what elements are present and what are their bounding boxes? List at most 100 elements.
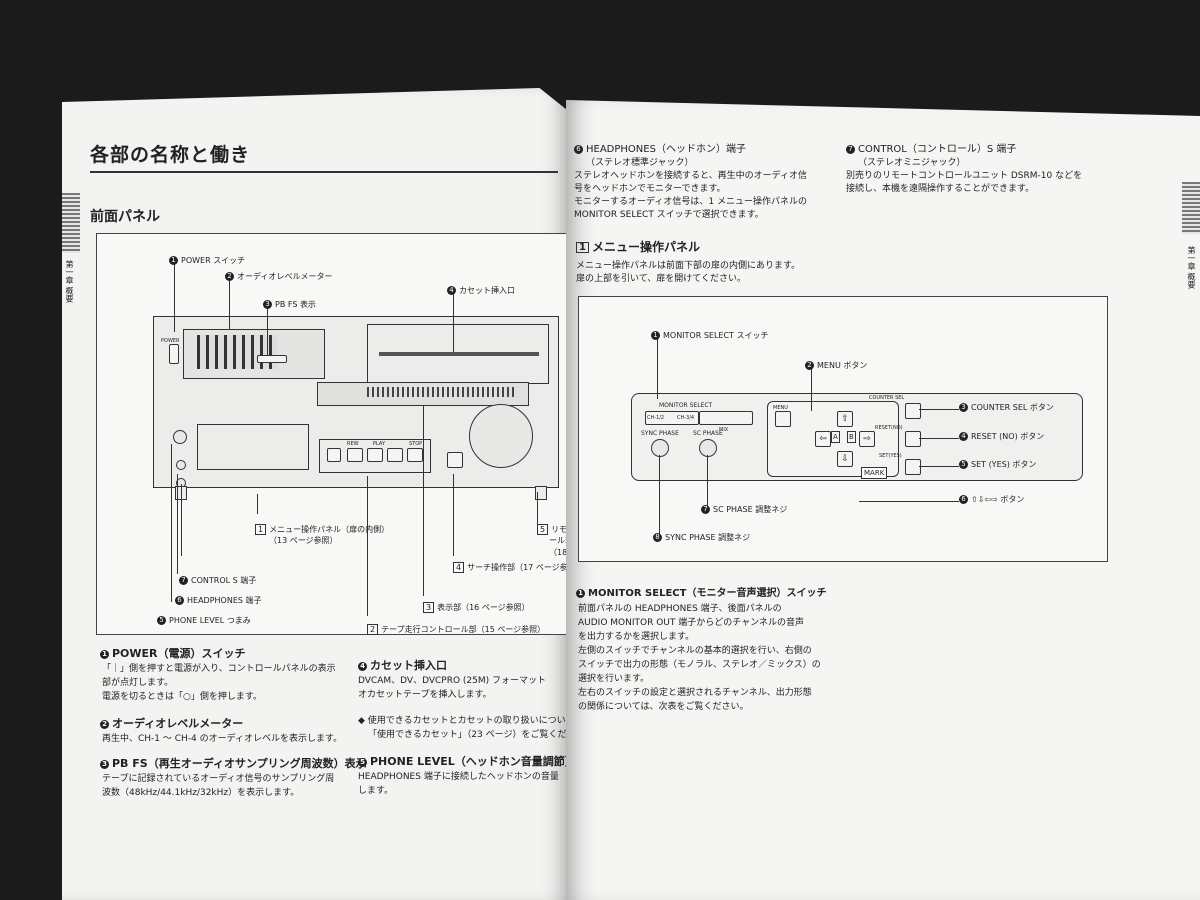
chapter-tab-mark-right: [1182, 182, 1200, 234]
panel-monitor-select-label: MONITOR SELECT: [659, 402, 713, 409]
callout-remote-3: （18 ペー: [549, 548, 570, 557]
cassette-note: ◆ 使用できるカセットとカセットの取り扱いについて 「使用できるカセット」（23…: [358, 714, 570, 742]
monitor-select-left-switch: [645, 411, 699, 425]
item-power-body: 「｜」側を押すと電源が入り、コントロールパネルの表示 部が点灯します。 電源を切…: [102, 662, 336, 704]
left-page: 各部の名称と働き 第一章 概要 前面パネル POWER REW PLAY STO…: [62, 88, 570, 900]
chapter-tab-mark: [62, 193, 80, 253]
callout-remote-2: ール部: [549, 536, 570, 545]
monitor-select-line: の関係については、次表をご覧ください。: [578, 702, 749, 712]
mark-label: MARK: [861, 467, 888, 479]
play-button-illustration: [367, 448, 383, 462]
counter-sel-button-illustration: [905, 403, 921, 419]
monitor-select-line: スイッチで出力の形態（モノラル、ステレオ／ミックス）の: [578, 660, 821, 670]
left-arrow-icon: ⇦: [815, 431, 831, 447]
callout-search: サーチ操作部（17 ページ参照）: [467, 563, 570, 572]
monitor-select-line: AUDIO MONITOR OUT 端子からどのチャンネルの音声: [578, 618, 804, 628]
rew-button-illustration: [347, 448, 363, 462]
eject-button-illustration: [327, 448, 341, 462]
set-yes-label: SET(YES): [879, 453, 902, 459]
headphones-body: ステレオヘッドホンを接続すると、再生中のオーディオ信 号をヘッドホンでモニターで…: [574, 170, 807, 222]
note-line: ◆ 使用できるカセットとカセットの取り扱いについて: [358, 716, 570, 726]
sc-phase-screw: [699, 439, 717, 457]
sc-phase-label: SC PHASE: [693, 430, 723, 437]
monitor-select-line: 左側のスイッチでチャンネルの基本的選択を行い、右側の: [578, 646, 812, 656]
control-s-line: 別売りのリモートコントロールユニット DSRM-10 などを: [846, 171, 1083, 181]
chapter-tab-label-right: 第一章 概要: [1187, 246, 1196, 289]
headphones-line: MONITOR SELECT スイッチで選択できます。: [574, 210, 764, 220]
foot-right: [535, 486, 547, 500]
set-button-illustration: [905, 459, 921, 475]
phone-level-knob: [173, 430, 187, 444]
down-arrow-icon: ⇩: [837, 451, 853, 467]
item-phone-level-title: PHONE LEVEL（ヘッドホン音量調節）つまみ: [370, 755, 570, 768]
monitor-select-line: を出力するかを選択します。: [578, 632, 695, 642]
monitor-select-body: 前面パネルの HEADPHONES 端子、後面パネルの AUDIO MONITO…: [578, 602, 821, 714]
control-s-subtitle: （ステレオミニジャック）: [858, 158, 966, 168]
item-cassette-title: カセット挿入口: [370, 659, 447, 672]
menu-panel-intro: メニュー操作パネルは前面下部の扉の内側にあります。 扉の上部を引いて、扉を開けて…: [576, 260, 800, 286]
control-s-line: 接続し、本機を遠隔操作することができます。: [846, 184, 1035, 194]
rew-label: REW: [347, 441, 359, 447]
callout-sc-phase: SC PHASE 調整ネジ: [713, 505, 788, 514]
power-label: POWER: [161, 338, 180, 344]
item-cassette-line: オカセットテープを挿入します。: [358, 690, 492, 700]
headphones-line: ステレオヘッドホンを接続すると、再生中のオーディオ信: [574, 171, 808, 181]
headphones-line: 号をヘッドホンでモニターできます。: [574, 184, 726, 194]
right-arrow-icon: ⇨: [859, 431, 875, 447]
menu-panel-intro-line: 扉の上部を引いて、扉を開けてください。: [576, 274, 747, 284]
play-label: PLAY: [373, 441, 386, 447]
monitor-select-line: 前面パネルの HEADPHONES 端子、後面パネルの: [578, 604, 782, 614]
menu-panel-heading: メニュー操作パネル: [591, 240, 700, 254]
callout-set: SET (YES) ボタン: [971, 460, 1037, 469]
item-pbfs-title: PB FS（再生オーディオサンプリング周波数）表示: [112, 757, 367, 770]
counter-sel-label: COUNTER SEL: [869, 395, 905, 401]
callout-remote: リモートコ: [551, 525, 570, 534]
item-phone-level-line: します。: [358, 786, 394, 796]
item-pbfs-line: テープに記録されているオーディオ信号のサンプリング周: [102, 774, 335, 784]
mix-label: MIX: [719, 427, 729, 433]
power-switch-illustration: [169, 344, 179, 364]
callout-monitor-select: MONITOR SELECT スイッチ: [663, 331, 769, 340]
item-power-line: 部が点灯します。: [102, 678, 174, 688]
sync-phase-screw: [651, 439, 669, 457]
callout-cassette-slot: カセット挿入口: [459, 286, 515, 295]
pb-fs-indicator: [257, 355, 287, 363]
callout-audio-meter: オーディオレベルメーター: [237, 272, 333, 281]
callout-display: 表示部（16 ページ参照）: [437, 603, 530, 612]
reset-button-illustration: [905, 431, 921, 447]
menu-button-illustration: [775, 411, 791, 427]
item-cassette-line: DVCAM、DV、DVCPRO (25M) フォーマット: [358, 676, 547, 686]
monitor-select-line: 選択を行います。: [578, 674, 650, 684]
item-pbfs-body: テープに記録されているオーディオ信号のサンプリング周 波数（48kHz/44.1…: [102, 772, 334, 800]
callout-phone-level: PHONE LEVEL つまみ: [169, 616, 251, 625]
page-title: 各部の名称と働き: [90, 144, 251, 166]
reset-no-label: RESET(NO): [875, 425, 903, 431]
item-meter-body: 再生中、CH-1 〜 CH-4 のオーディオレベルを表示します。: [102, 734, 343, 744]
menu-panel-number: 1: [576, 242, 589, 253]
callout-headphones: HEADPHONES 端子: [187, 596, 262, 605]
item-pbfs-line: 波数（48kHz/44.1kHz/32kHz）を表示します。: [102, 788, 300, 798]
display-segments: [367, 387, 517, 397]
callout-transport: テープ走行コントロール部（15 ページ参照）: [381, 625, 546, 634]
ch12-label: CH-1/2: [647, 415, 665, 421]
cassette-slot: [379, 352, 539, 356]
stop-button-illustration: [407, 448, 423, 462]
note-line: 「使用できるカセット」（23 ページ）をご覧ください。: [368, 730, 570, 740]
search-button-illustration: [447, 452, 463, 468]
section-heading: 前面パネル: [90, 209, 160, 225]
menu-label: MENU: [773, 405, 788, 411]
ff-button-illustration: [387, 448, 403, 462]
headphones-jack: [176, 460, 186, 470]
callout-pb-fs: PB FS 表示: [275, 300, 316, 309]
item-meter-title: オーディオレベルメーター: [112, 717, 244, 730]
menu-panel-diagram: MONITOR SELECT CH-1/2 CH-3/4 MIX SYNC PH…: [578, 296, 1108, 562]
ch34-label: CH-3/4: [677, 415, 695, 421]
item-phone-level-line: HEADPHONES 端子に接続したヘッドホンの音量: [358, 772, 559, 782]
callout-sync-phase: SYNC PHASE 調整ネジ: [665, 533, 751, 542]
item-power-line: 電源を切るときは「○」側を押します。: [102, 692, 262, 702]
search-dial-illustration: [469, 404, 533, 468]
chapter-tab-label: 第一章 概要: [65, 260, 74, 303]
headphones-title: HEADPHONES（ヘッドホン）端子: [586, 144, 746, 155]
